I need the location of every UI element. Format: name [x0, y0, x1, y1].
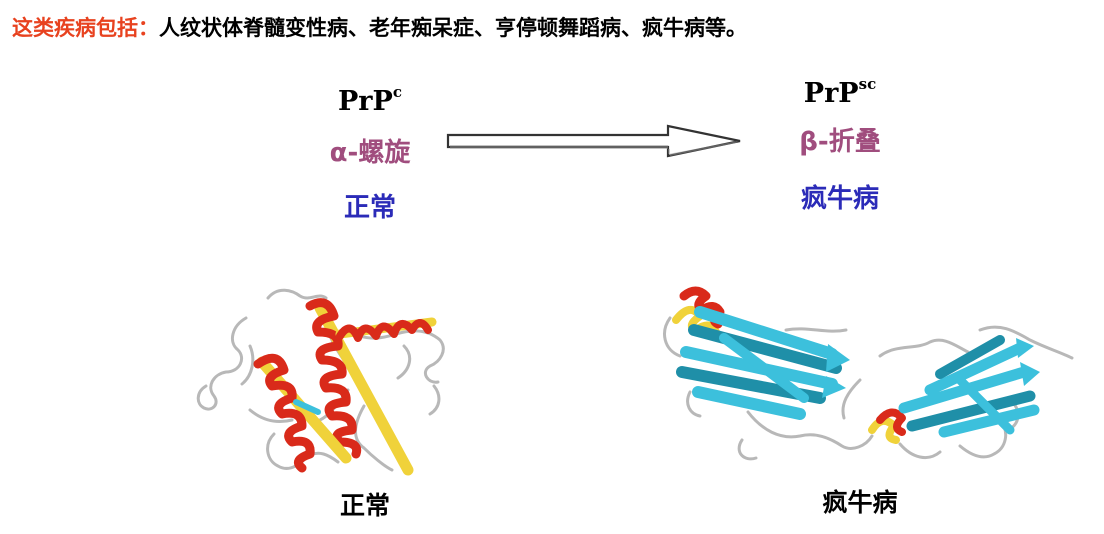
- right-prp-base: PrP: [803, 78, 859, 109]
- left-status-label: 正常: [343, 193, 396, 223]
- right-status-label: 疯牛病: [800, 184, 879, 214]
- left-prp-sup: c: [392, 83, 402, 101]
- headline-rest: 人纹状体脊髓变性病、老年痴呆症、亨停顿舞蹈病、疯牛病等。: [159, 16, 747, 40]
- right-prp-sup: sc: [858, 75, 877, 93]
- left-prp-base: PrP: [338, 86, 393, 117]
- headline: 这类疾病包括：人纹状体脊髓变性病、老年痴呆症、亨停顿舞蹈病、疯牛病等。: [12, 12, 747, 42]
- right-structure-label: β-折叠: [799, 127, 881, 157]
- left-structure-label: α-螺旋: [329, 138, 411, 168]
- headline-lead: 这类疾病包括：: [12, 16, 159, 40]
- right-caption: 疯牛病: [822, 488, 898, 517]
- left-caption: 正常: [339, 491, 390, 520]
- right-prp-label: PrPsc: [765, 75, 915, 109]
- alpha-helix-protein-icon: [196, 288, 445, 476]
- arrow-right-icon: [446, 124, 741, 158]
- left-prp-label: PrPc: [300, 83, 440, 117]
- beta-sheet-protein-icon: [663, 286, 1074, 461]
